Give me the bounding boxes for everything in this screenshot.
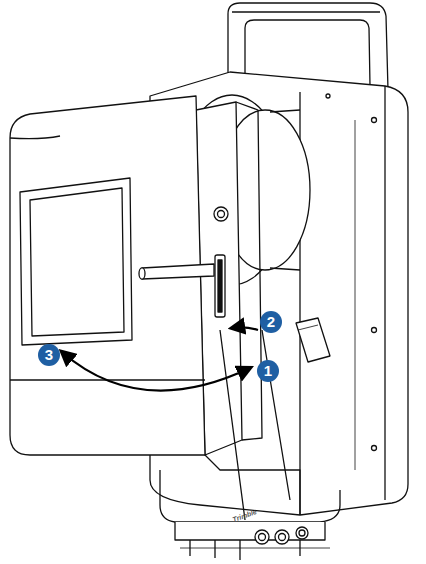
callout-number: 2	[260, 311, 282, 333]
brand-logo: Trimble	[232, 508, 258, 523]
callout-number: 3	[38, 344, 60, 366]
callout-number: 1	[257, 360, 279, 382]
